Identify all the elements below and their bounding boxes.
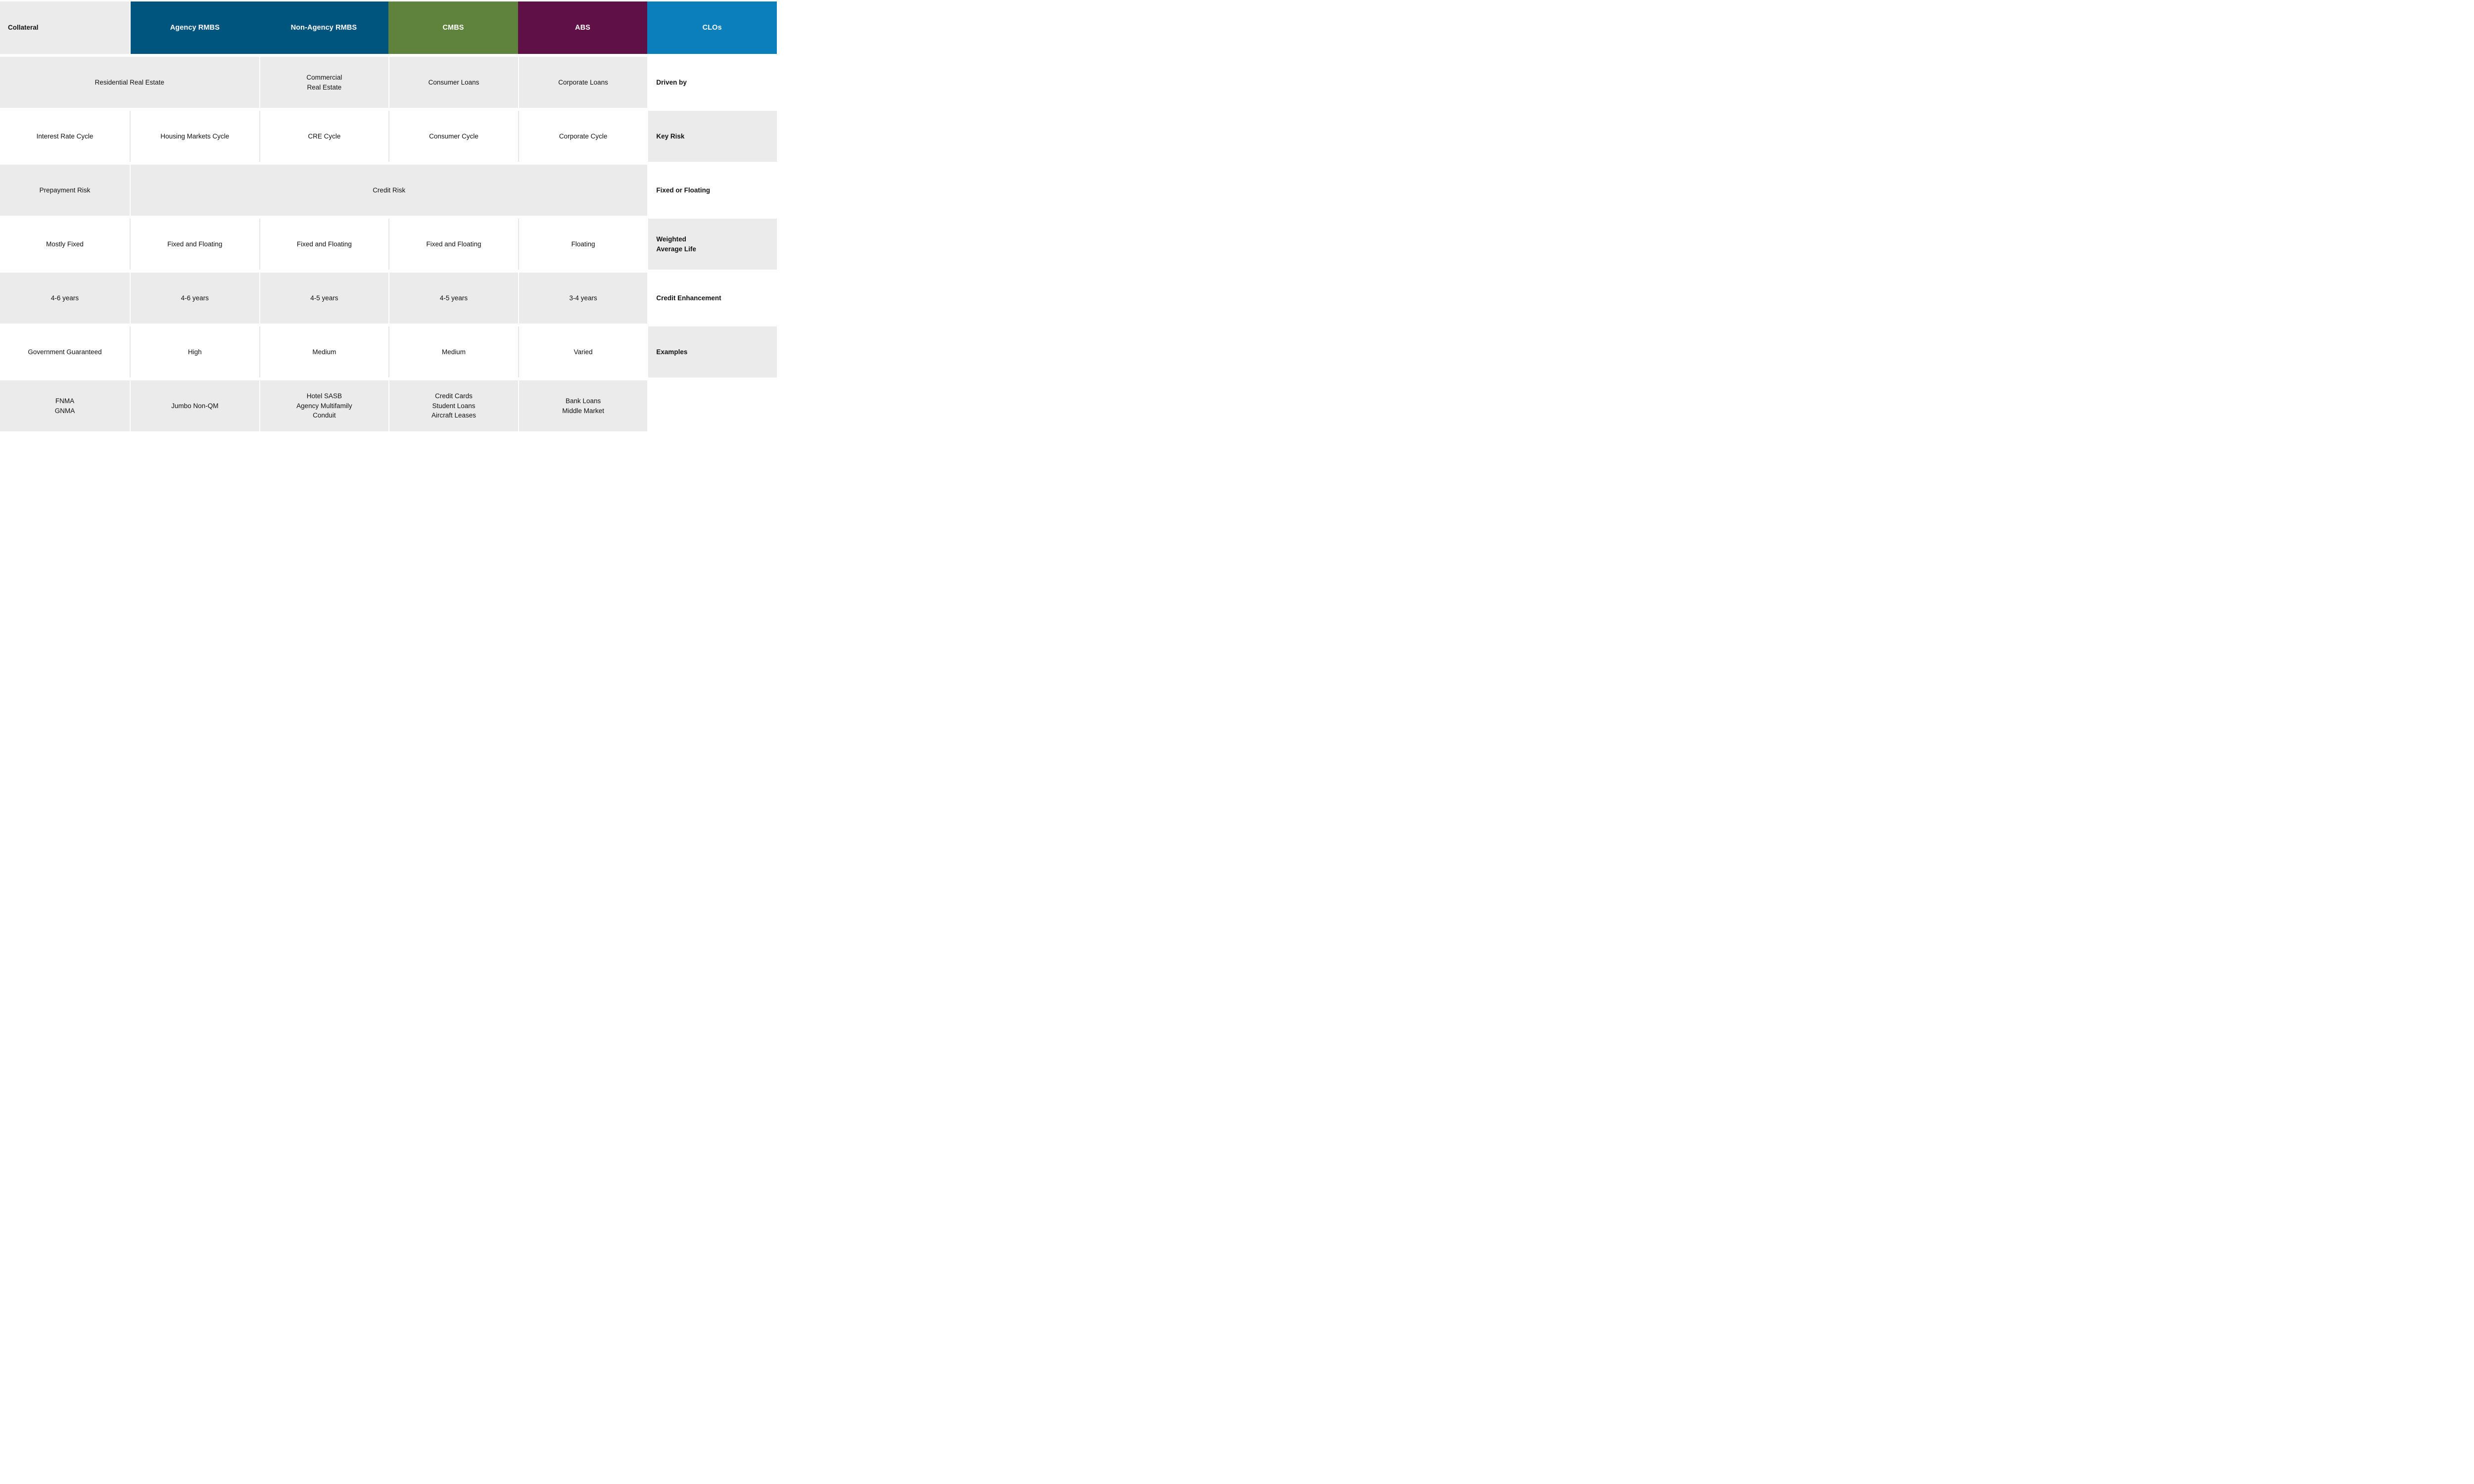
cell-fixed-cmbs: Fixed and Floating: [260, 219, 389, 270]
row-label-fixed-or-floating: Fixed or Floating: [648, 165, 777, 216]
cell-collateral-rmbs: Residential Real Estate: [0, 57, 259, 108]
cell-enhancement-non-agency-rmbs: High: [131, 326, 259, 377]
cell-fixed-agency-rmbs: Mostly Fixed: [0, 219, 130, 270]
cell-collateral-clos: Corporate Loans: [519, 57, 648, 108]
row-label-credit-enhancement: Credit Enhancement: [648, 273, 777, 324]
cell-enhancement-clos: Varied: [519, 326, 648, 377]
cell-collateral-cmbs: Commercial Real Estate: [260, 57, 389, 108]
cell-key-risk-agency-rmbs: Prepayment Risk: [0, 165, 130, 216]
column-header-agency-rmbs: Agency RMBS: [131, 1, 259, 54]
cell-wal-cmbs: 4-5 years: [260, 273, 389, 324]
cell-collateral-abs: Consumer Loans: [389, 57, 518, 108]
cell-wal-agency-rmbs: 4-6 years: [0, 273, 130, 324]
row-label-collateral: Collateral: [0, 1, 130, 54]
cell-driven-by-abs: Consumer Cycle: [389, 111, 518, 162]
cell-fixed-clos: Floating: [519, 219, 648, 270]
cell-enhancement-abs: Medium: [389, 326, 518, 377]
column-header-non-agency-rmbs: Non-Agency RMBS: [259, 1, 389, 54]
cell-driven-by-agency-rmbs: Interest Rate Cycle: [0, 111, 130, 162]
cell-key-risk-credit: Credit Risk: [131, 165, 648, 216]
cell-examples-abs: Credit Cards Student Loans Aircraft Leas…: [389, 380, 518, 431]
cell-driven-by-non-agency-rmbs: Housing Markets Cycle: [131, 111, 259, 162]
cell-wal-non-agency-rmbs: 4-6 years: [131, 273, 259, 324]
row-label-examples: Examples: [648, 326, 777, 377]
cell-driven-by-cmbs: CRE Cycle: [260, 111, 389, 162]
column-header-abs: ABS: [518, 1, 648, 54]
cell-examples-cmbs: Hotel SASB Agency Multifamily Conduit: [260, 380, 389, 431]
column-header-clos: CLOs: [647, 1, 777, 54]
cell-examples-non-agency-rmbs: Jumbo Non-QM: [131, 380, 259, 431]
cell-enhancement-cmbs: Medium: [260, 326, 389, 377]
comparison-table: Agency RMBS Non-Agency RMBS CMBS ABS CLO…: [0, 1, 777, 431]
row-label-driven-by: Driven by: [648, 57, 777, 108]
cell-wal-abs: 4-5 years: [389, 273, 518, 324]
cell-fixed-abs: Fixed and Floating: [389, 219, 518, 270]
cell-examples-agency-rmbs: FNMA GNMA: [0, 380, 130, 431]
row-label-key-risk: Key Risk: [648, 111, 777, 162]
cell-examples-clos: Bank Loans Middle Market: [519, 380, 648, 431]
cell-fixed-non-agency-rmbs: Fixed and Floating: [131, 219, 259, 270]
cell-driven-by-clos: Corporate Cycle: [519, 111, 648, 162]
column-header-cmbs: CMBS: [388, 1, 518, 54]
cell-enhancement-agency-rmbs: Government Guaranteed: [0, 326, 130, 377]
row-label-weighted-average-life: Weighted Average Life: [648, 219, 777, 270]
cell-wal-clos: 3-4 years: [519, 273, 648, 324]
